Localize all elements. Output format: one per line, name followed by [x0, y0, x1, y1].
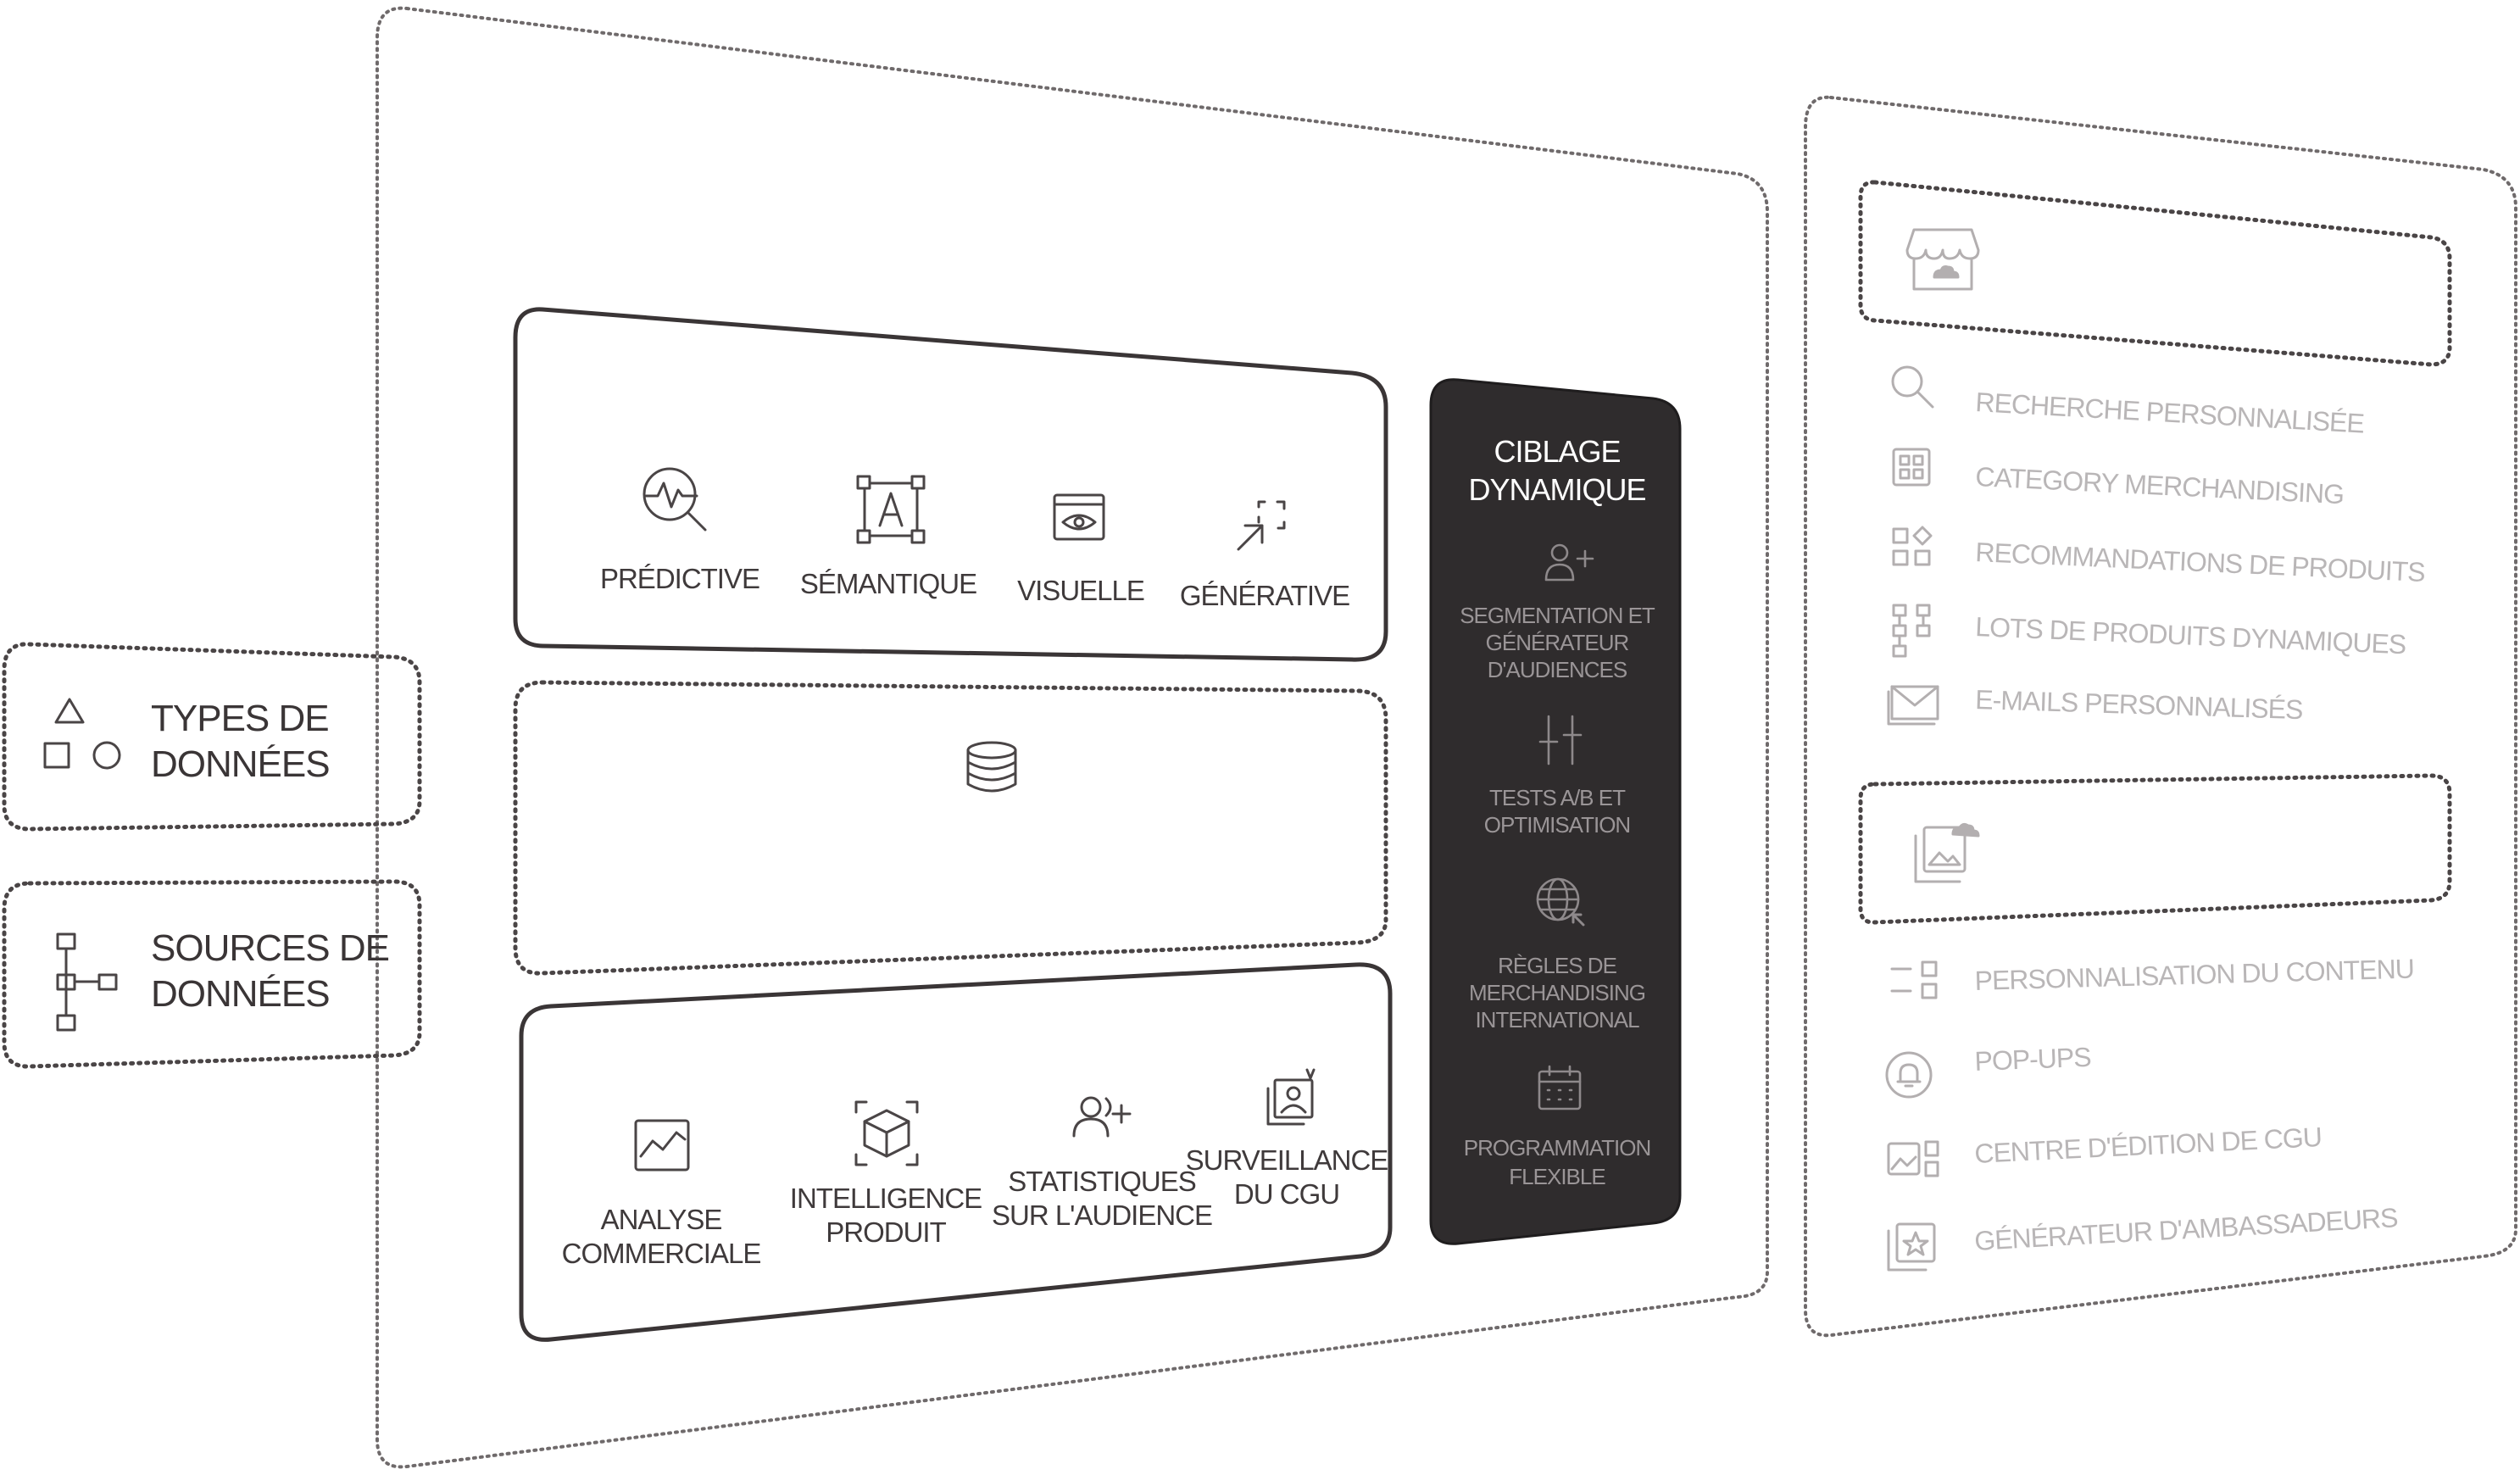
intl-merch-line2: MERCHANDISING [1469, 980, 1645, 1005]
segmentation-line2: GÉNÉRATEUR [1486, 630, 1629, 655]
popups-label: POP-UPS [1974, 1042, 2091, 1077]
expand-arrow-icon [1237, 500, 1286, 551]
panel-analytics: ANALYSE COMMERCIALE INTELLIGENCE PRODUIT… [519, 962, 1393, 1342]
intl-merch-line1: RÈGLES DE [1498, 953, 1616, 978]
user-plus-icon [1544, 543, 1594, 582]
photo-user-icon [1266, 1068, 1316, 1126]
tag-data-types-line1: TYPES DE [151, 698, 329, 739]
database-icon [966, 741, 1017, 793]
right-group-commerce: RECHERCHE PERSONNALISÉE CATEGORY MERCHAN… [1858, 180, 2452, 726]
cap-audience-line2: SUR L'AUDIENCE [992, 1199, 1212, 1231]
content-personalization-label: PERSONNALISATION DU CONTENU [1974, 954, 2414, 996]
globe-cursor-icon [1536, 877, 1585, 927]
cube-icon [854, 1100, 919, 1166]
ab-testing-line2: OPTIMISATION [1484, 812, 1630, 838]
cap-commercial-line2: COMMERCIALE [562, 1238, 761, 1269]
right-group-content: PERSONNALISATION DU CONTENU POP-UPS CENT… [1858, 773, 2452, 1272]
panel-analytics-frame [519, 962, 1393, 1342]
cap-ugc-line2: DU CGU [1234, 1178, 1339, 1210]
bundle-tree-icon [1892, 604, 1931, 658]
panel-ai-capabilities-frame [513, 307, 1388, 662]
cap-predictive-label: PRÉDICTIVE [600, 563, 759, 594]
ab-testing-line1: TESTS A/B ET [1489, 785, 1626, 810]
tag-data-sources-frame [2, 879, 422, 1069]
calendar-icon [1538, 1065, 1582, 1110]
panel-data-layer-frame [513, 680, 1388, 976]
personalized-search-label: RECHERCHE PERSONNALISÉE [1975, 387, 2365, 439]
text-frame-icon [856, 475, 926, 544]
search-chart-icon [643, 467, 707, 532]
storefront-cloud-icon [1905, 228, 1980, 291]
users-plus-icon [1072, 1096, 1132, 1138]
ambassador-generator-label: GÉNÉRATEUR D'AMBASSADEURS [1973, 1202, 2398, 1256]
intl-merch-line3: INTERNATIONAL [1475, 1007, 1639, 1032]
cap-ugc-line1: SURVEILLANCE [1186, 1144, 1388, 1176]
search-icon [1891, 365, 1934, 409]
cap-product-line1: INTELLIGENCE [790, 1183, 982, 1214]
eye-window-icon [1053, 493, 1105, 541]
shapes-icon [43, 698, 121, 770]
tag-data-sources-line2: DONNÉES [151, 973, 330, 1015]
panel-data-layer [513, 680, 1388, 976]
commerce-header-frame [1858, 180, 2452, 367]
tag-data-types-line2: DONNÉES [151, 743, 330, 785]
personalized-emails-label: E-MAILS PERSONNALISÉS [1975, 684, 2303, 725]
tag-data-sources-line1: SOURCES DE [151, 927, 389, 969]
product-recommendations-label: RECOMMANDATIONS DE PRODUITS [1975, 537, 2426, 587]
segmentation-line3: D'AUDIENCES [1488, 657, 1627, 682]
hierarchy-icon [56, 932, 118, 1032]
grid-diamond-icon [1892, 526, 1933, 566]
scheduling-line1: PROGRAMMATION [1464, 1135, 1651, 1161]
mail-icon [1887, 685, 1939, 726]
panel-ai-capabilities: PRÉDICTIVE SÉMANTIQUE VISUELLE GÉNÉRATIV… [513, 307, 1388, 662]
tag-data-sources: SOURCES DE DONNÉES [2, 879, 422, 1069]
tag-data-types: TYPES DE DONNÉES [2, 642, 422, 832]
dynamic-targeting-title-line1: CIBLAGE [1494, 434, 1620, 469]
content-header-frame [1858, 773, 2452, 925]
panel-dynamic-targeting-frame [1429, 378, 1682, 1245]
cap-semantic-label: SÉMANTIQUE [800, 568, 976, 599]
dynamic-bundles-label: LOTS DE PRODUITS DYNAMIQUES [1975, 611, 2406, 660]
line-chart-icon [634, 1119, 690, 1172]
cap-generative-label: GÉNÉRATIVE [1180, 580, 1349, 611]
image-grid-icon [1887, 1140, 1939, 1177]
image-cloud-icon [1914, 822, 1980, 883]
right-container-frame [1804, 95, 2517, 1338]
category-merchandising-label: CATEGORY MERCHANDISING [1975, 461, 2345, 509]
content-layout-icon [1890, 960, 1938, 999]
sliders-icon [1538, 715, 1583, 765]
ugc-editing-center-label: CENTRE D'ÉDITION DE CGU [1974, 1122, 2323, 1169]
dynamic-targeting-title-line2: DYNAMIQUE [1468, 472, 1645, 507]
star-card-icon [1887, 1222, 1936, 1272]
tag-data-types-frame [2, 642, 422, 832]
grid-icon [1892, 448, 1931, 487]
scheduling-line2: FLEXIBLE [1509, 1164, 1605, 1189]
cap-commercial-line1: ANALYSE [601, 1204, 722, 1235]
bell-circle-icon [1885, 1051, 1933, 1099]
cap-product-line2: PRODUIT [826, 1216, 946, 1248]
cap-audience-line1: STATISTIQUES [1008, 1166, 1195, 1197]
main-container-frame [375, 6, 1769, 1469]
cap-visual-label: VISUELLE [1017, 575, 1144, 606]
panel-dynamic-targeting: CIBLAGE DYNAMIQUE SEGMENTATION ET GÉNÉRA… [1429, 378, 1682, 1245]
segmentation-line1: SEGMENTATION ET [1460, 603, 1655, 628]
